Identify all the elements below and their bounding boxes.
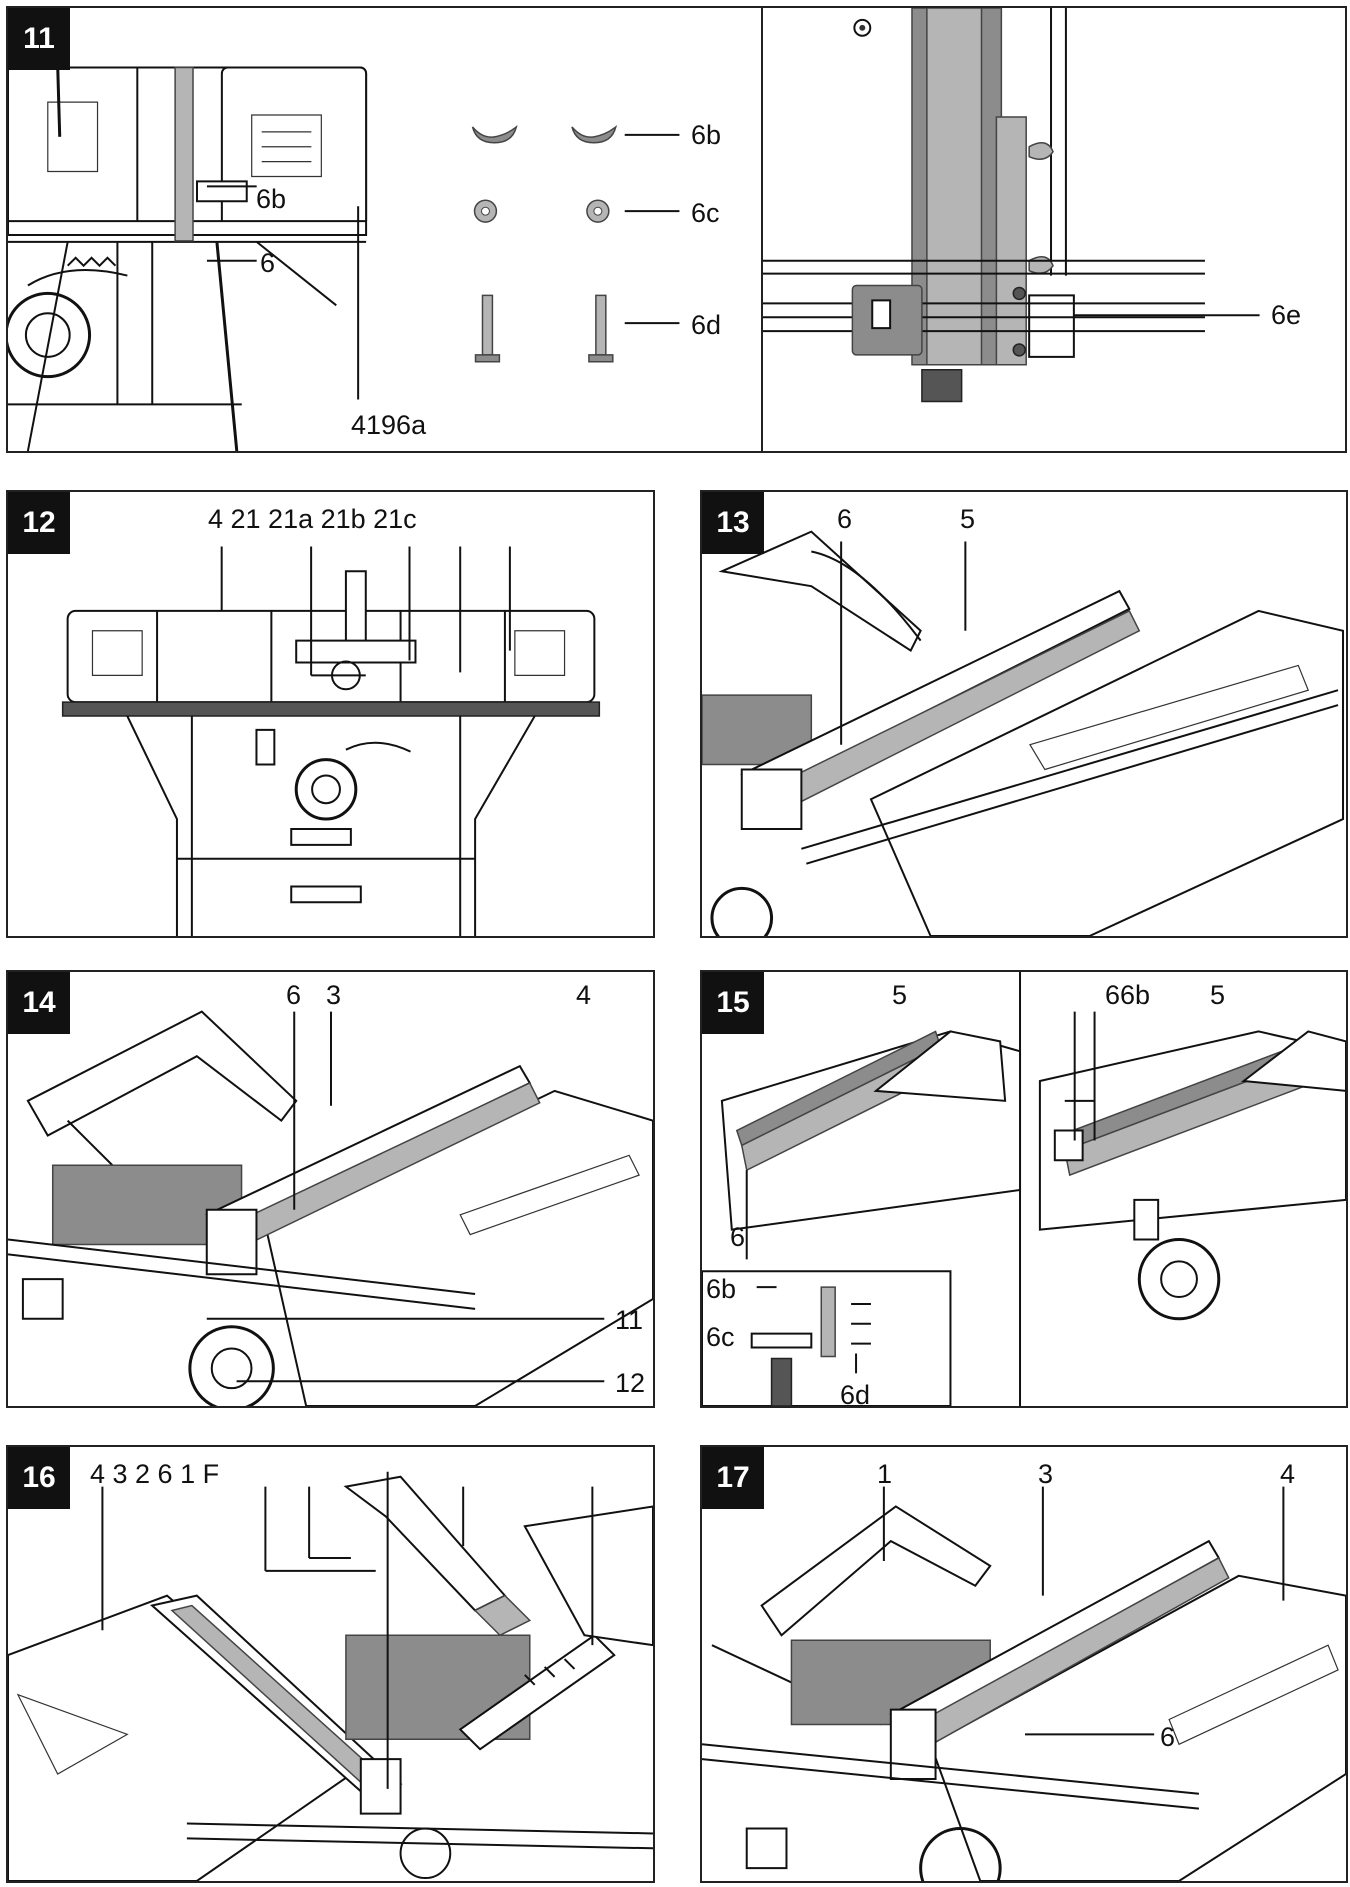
callout-5-right: 5 <box>1210 980 1226 1010</box>
callout-6: 6 <box>1160 1722 1176 1752</box>
callout-6: 6 <box>837 504 853 534</box>
fence-attach-illustration <box>702 972 1346 1406</box>
figure-17-panel: 17 1 3 4 6 <box>700 1445 1348 1883</box>
fence-clamp-detail-illustration <box>763 8 1345 451</box>
callout-6-left: 6 <box>260 248 276 278</box>
callout-11: 11 <box>615 1305 644 1335</box>
callout-12: 12 <box>615 1368 646 1398</box>
callout-6b-part: 6b <box>691 120 722 150</box>
callout-1: 1 <box>877 1459 893 1489</box>
figure-11-detail-panel: 6e <box>761 6 1347 453</box>
callout-6-left: 6 <box>730 1222 746 1252</box>
figure-16-panel: 16 4 3 2 6 1 F <box>6 1445 655 1883</box>
callout-4196a: 4196a <box>351 410 427 440</box>
callout-5-left: 5 <box>892 980 908 1010</box>
figure-number: 17 <box>702 1447 764 1509</box>
fence-assembly-illustration <box>8 972 653 1406</box>
callout-6: 6 <box>286 980 302 1010</box>
figure-11-panel: 11 <box>6 6 763 453</box>
callout-3: 3 <box>1038 1459 1054 1489</box>
figure-15-panel: 15 5 6 6b 6c 6d 66b 5 <box>700 970 1348 1408</box>
callout-row-16: 4 3 2 6 1 F <box>90 1459 220 1489</box>
callout-4: 4 <box>1280 1459 1296 1489</box>
figure-number: 15 <box>702 972 764 1034</box>
table-saw-front-illustration <box>8 492 653 936</box>
fence-locked-illustration <box>702 1447 1346 1881</box>
figure-13-panel: 13 6 5 <box>700 490 1348 938</box>
figure-number: 16 <box>8 1447 70 1509</box>
fence-mounted-illustration <box>702 492 1346 936</box>
callout-4: 4 <box>576 980 592 1010</box>
rip-fence-position-illustration <box>8 1447 653 1881</box>
figure-number: 14 <box>8 972 70 1034</box>
callout-5: 5 <box>960 504 976 534</box>
callout-6e: 6e <box>1271 300 1302 330</box>
callout-row-12: 4 21 21a 21b 21c <box>208 504 417 534</box>
figure-12-panel: 12 4 21 21a 21b 21c <box>6 490 655 938</box>
callout-6c-part: 6c <box>691 198 720 228</box>
callout-66b-right: 66b <box>1105 980 1151 1010</box>
callout-6d-part: 6d <box>691 310 722 340</box>
callout-3: 3 <box>326 980 342 1010</box>
figure-number: 12 <box>8 492 70 554</box>
figure-14-panel: 14 6 3 4 11 12 <box>6 970 655 1408</box>
figure-number: 11 <box>8 8 70 70</box>
callout-6b-inset: 6b <box>706 1274 737 1304</box>
callout-6b-left: 6b <box>256 184 287 214</box>
callout-6d-inset: 6d <box>840 1380 871 1408</box>
figure-number: 13 <box>702 492 764 554</box>
callout-6c-inset: 6c <box>706 1322 735 1352</box>
table-saw-side-illustration <box>8 8 761 451</box>
